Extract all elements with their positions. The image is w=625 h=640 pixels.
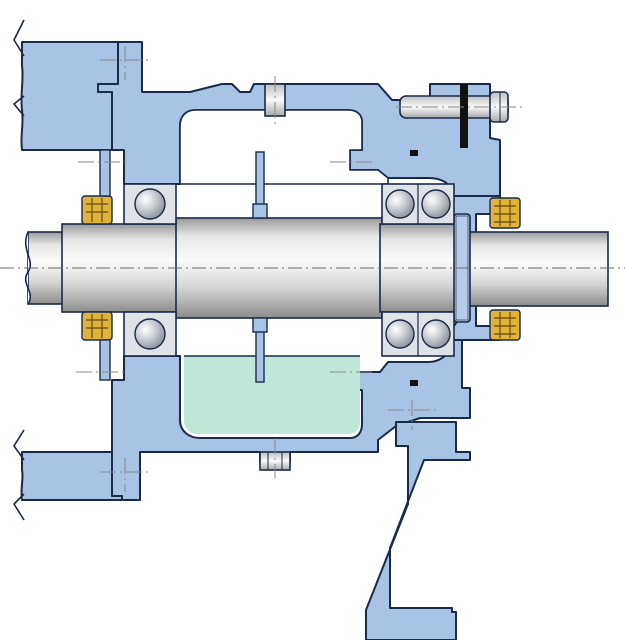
drain-plug-bottom xyxy=(259,438,291,478)
support-foot xyxy=(365,421,471,640)
bearing-right-upper xyxy=(381,183,455,225)
oring-marker-upper xyxy=(410,150,418,156)
seal-left-lower xyxy=(81,311,113,381)
oring-marker-lower xyxy=(410,380,418,386)
bearing-left-upper xyxy=(123,183,177,225)
seal-right-upper xyxy=(489,197,521,229)
bearing-right-lower xyxy=(381,311,455,357)
vent-plug-top xyxy=(264,76,286,124)
seal-right-lower xyxy=(489,309,521,341)
break-lines xyxy=(12,19,25,521)
housing-left-flange-lower xyxy=(20,451,123,501)
centerlines xyxy=(0,46,625,492)
inner-cavity xyxy=(179,109,389,185)
bearing-left-lower xyxy=(123,311,177,357)
seal-left-upper xyxy=(81,149,113,225)
oil-flinger xyxy=(252,151,268,383)
oil-sump xyxy=(184,356,360,434)
housing-left-flange-upper xyxy=(20,41,119,151)
